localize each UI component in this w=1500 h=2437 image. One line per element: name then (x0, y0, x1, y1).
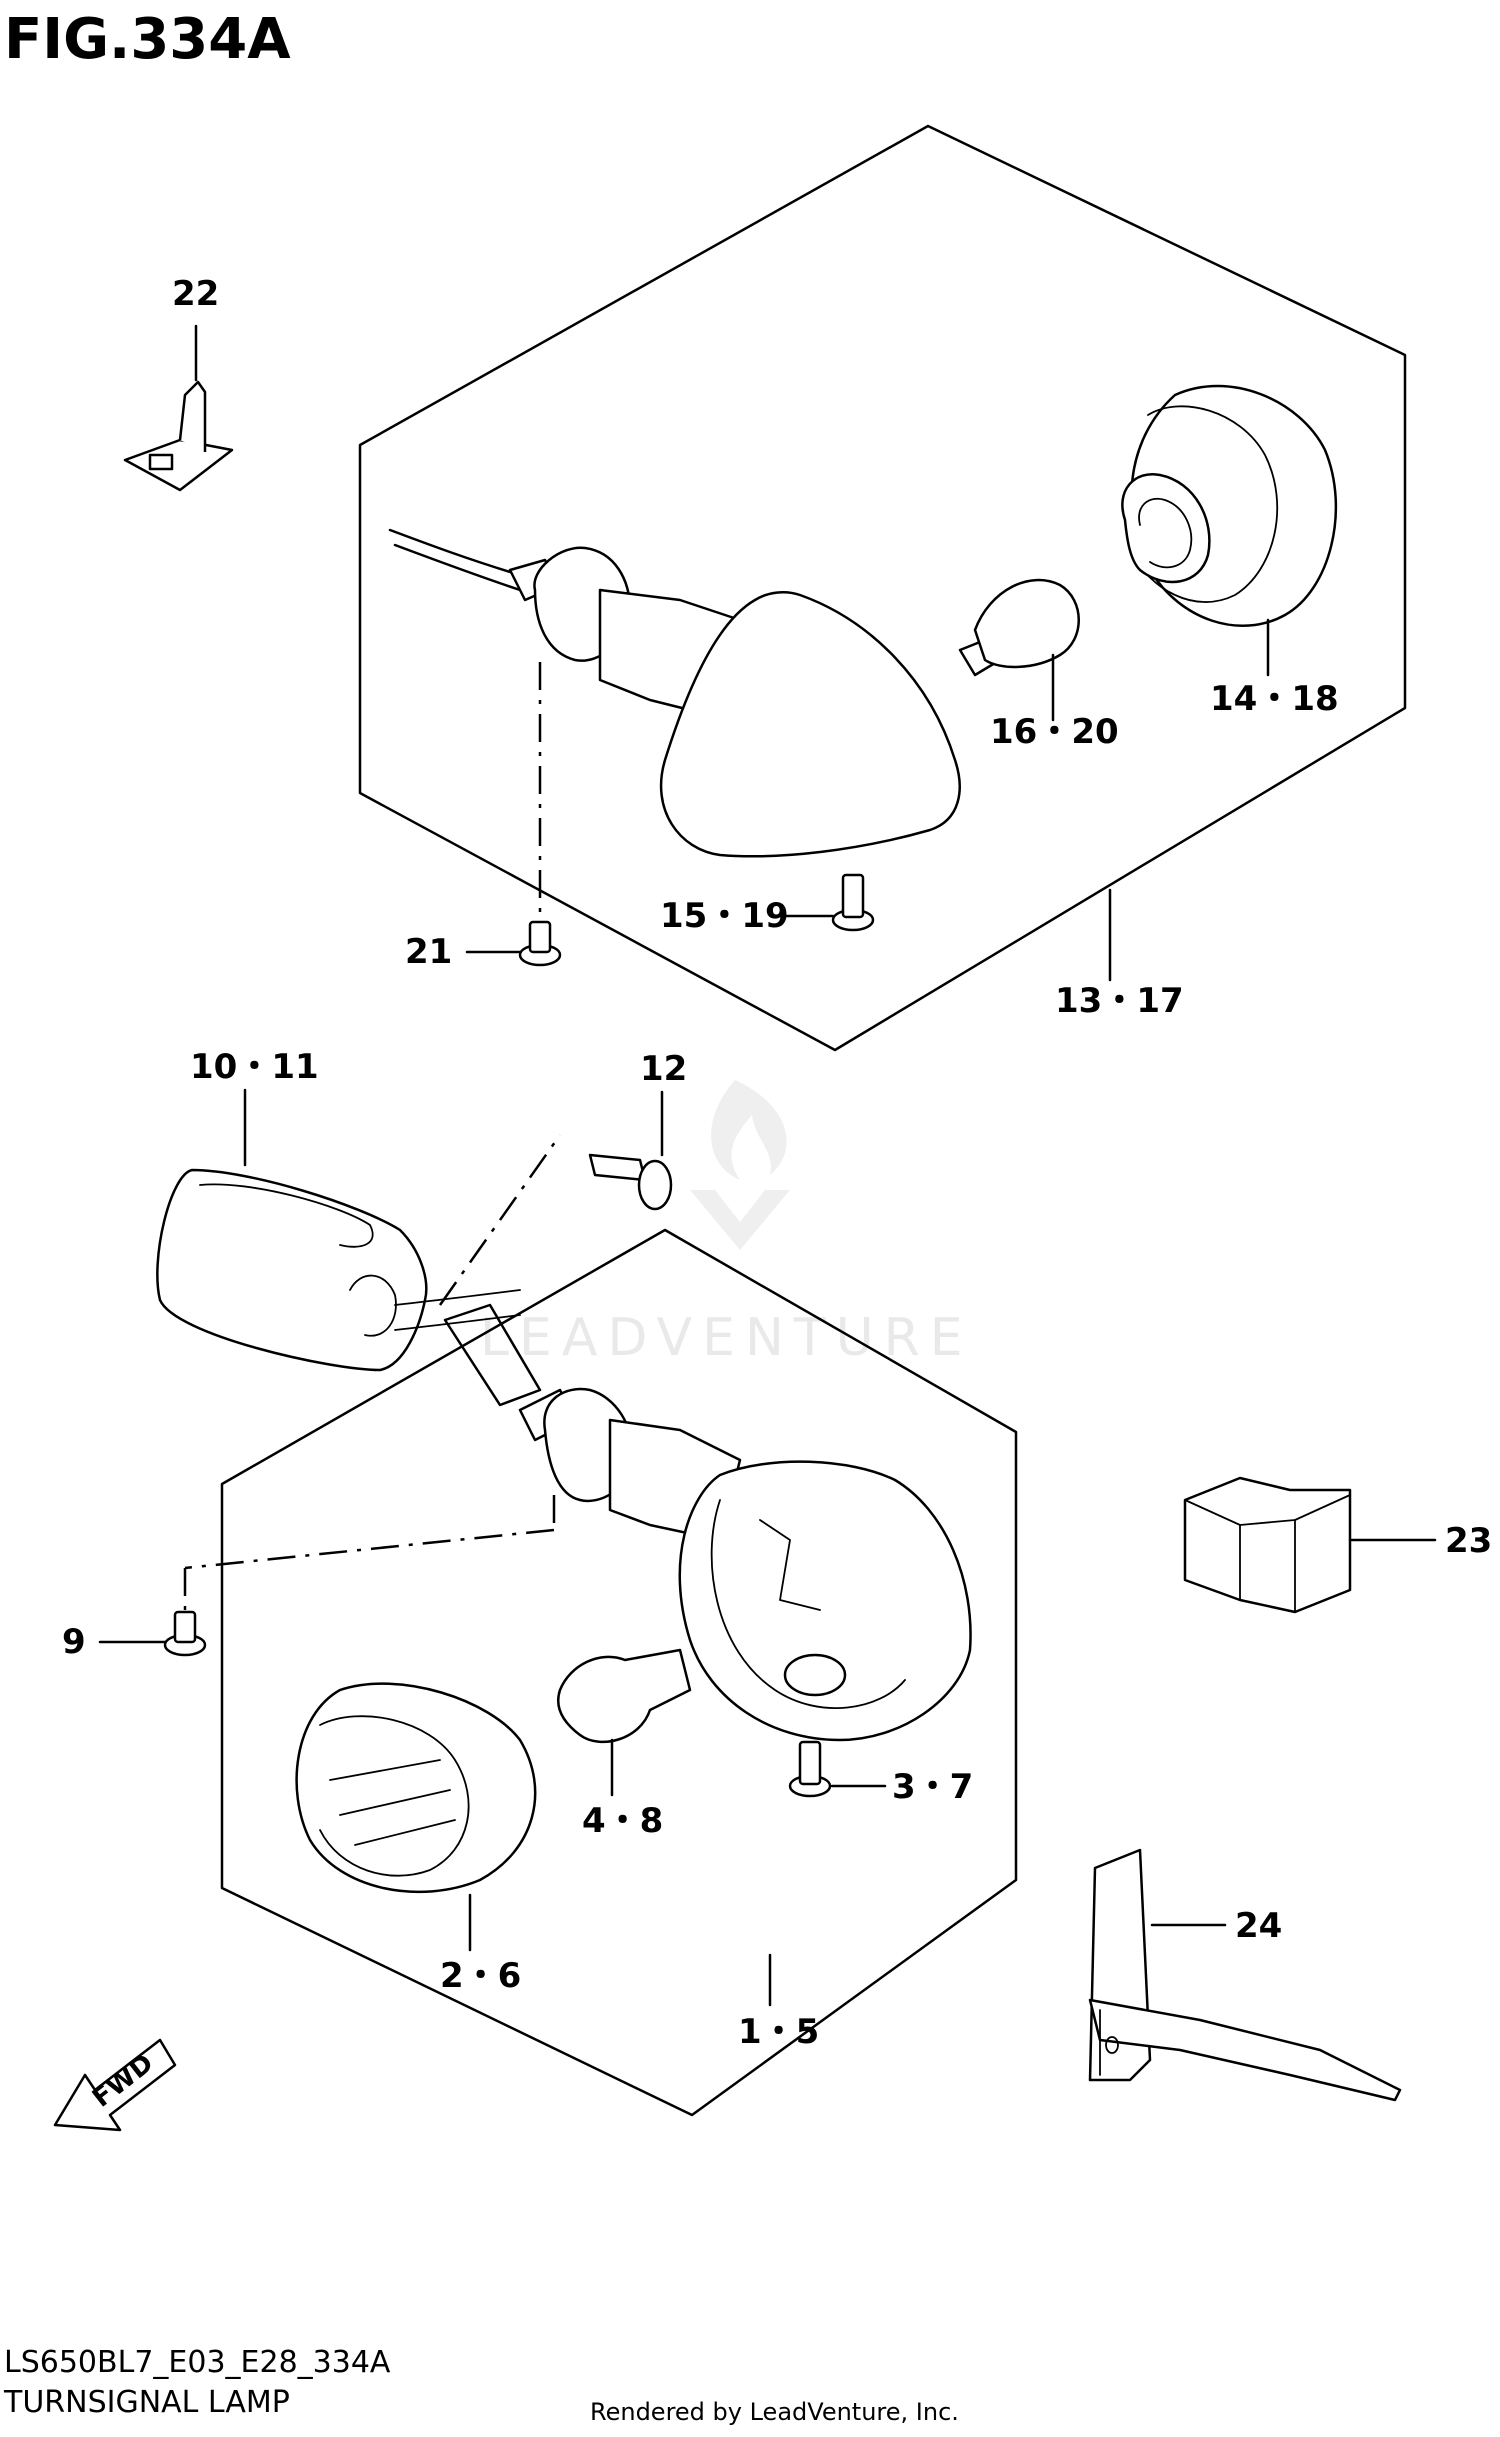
callout-3-7: 3・7 (892, 1767, 973, 1807)
rendered-by-credit: Rendered by LeadVenture, Inc. (590, 2398, 959, 2426)
rear-turnsignal-assembly-outline (358, 124, 1407, 1052)
part-24-bracket (1088, 1848, 1402, 2102)
part-4-8-bulb (556, 1648, 692, 1797)
callout-9: 9 (62, 1622, 86, 1662)
part-9-screw (98, 1610, 207, 1657)
fwd-arrow-icon: FWD (53, 2038, 177, 2132)
callout-1-5: 1・5 (738, 2012, 819, 2052)
leadventure-watermark: LEADVENTURE (480, 1080, 973, 1368)
part-14-18-lens (1121, 384, 1338, 677)
front-turnsignal-assembly-outline (220, 1228, 1018, 2117)
part-21-screw (465, 662, 562, 967)
part-10-11-clamp (156, 1088, 428, 1372)
callout-22: 22 (172, 274, 219, 314)
watermark-text: LEADVENTURE (480, 1308, 973, 1368)
figure-title: FIG.334A (4, 7, 291, 72)
callout-23: 23 (1445, 1521, 1492, 1561)
callout-16-20: 16・20 (990, 712, 1119, 752)
callout-2-6: 2・6 (440, 1956, 521, 1996)
front-lamp-stay (394, 1134, 562, 1407)
part-12-bolt (588, 1090, 673, 1211)
figure-caption: TURNSIGNAL LAMP (3, 2385, 290, 2420)
callout-13-17: 13・17 (1055, 981, 1184, 1021)
callout-10-11: 10・11 (190, 1047, 319, 1087)
callout-12: 12 (640, 1049, 687, 1089)
part-22-bracket (123, 324, 234, 492)
callout-24: 24 (1235, 1906, 1282, 1946)
rear-lamp-housing (388, 528, 961, 858)
part-16-20-bulb (958, 578, 1080, 722)
front-lamp-housing (183, 1387, 972, 1742)
callout-4-8: 4・8 (582, 1801, 663, 1841)
part-23-relay (1183, 1476, 1437, 1614)
callout-14-18: 14・18 (1210, 679, 1339, 719)
model-code: LS650BL7_E03_E28_334A (4, 2345, 391, 2380)
part-15-19-screw (773, 873, 875, 932)
part-3-7-screw (788, 1740, 887, 1798)
callout-21: 21 (405, 932, 452, 972)
callout-15-19: 15・19 (660, 896, 789, 936)
part-2-6-lens (295, 1682, 537, 1952)
